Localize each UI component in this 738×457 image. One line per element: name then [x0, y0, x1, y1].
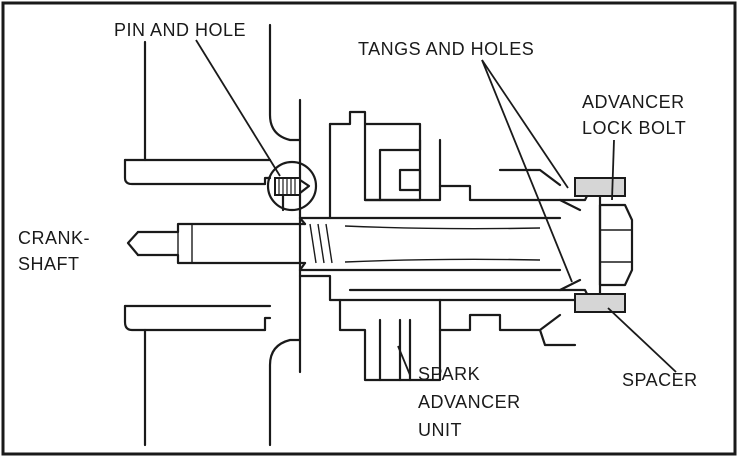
pin-and-hole-detail	[266, 160, 318, 212]
label-spacer: SPACER	[622, 370, 698, 390]
crankshaft	[126, 216, 562, 272]
label-advancer-lock-bolt-line2: LOCK BOLT	[582, 118, 686, 138]
engine-case	[123, 23, 302, 447]
label-crankshaft-line2: SHAFT	[18, 254, 80, 274]
label-pin-and-hole: PIN AND HOLE	[114, 20, 246, 40]
label-tangs-and-holes: TANGS AND HOLES	[358, 39, 534, 59]
advancer-lock-bolt	[558, 188, 634, 302]
label-advancer-lock-bolt-line1: ADVANCER	[582, 92, 685, 112]
label-spark-advancer-unit-line3: UNIT	[418, 420, 462, 440]
label-spark-advancer-unit-line2: ADVANCER	[418, 392, 521, 412]
leader-lines	[195, 39, 677, 376]
label-crankshaft-line1: CRANK-	[18, 228, 90, 248]
label-spark-advancer-unit-line1: SPARK	[418, 364, 480, 384]
